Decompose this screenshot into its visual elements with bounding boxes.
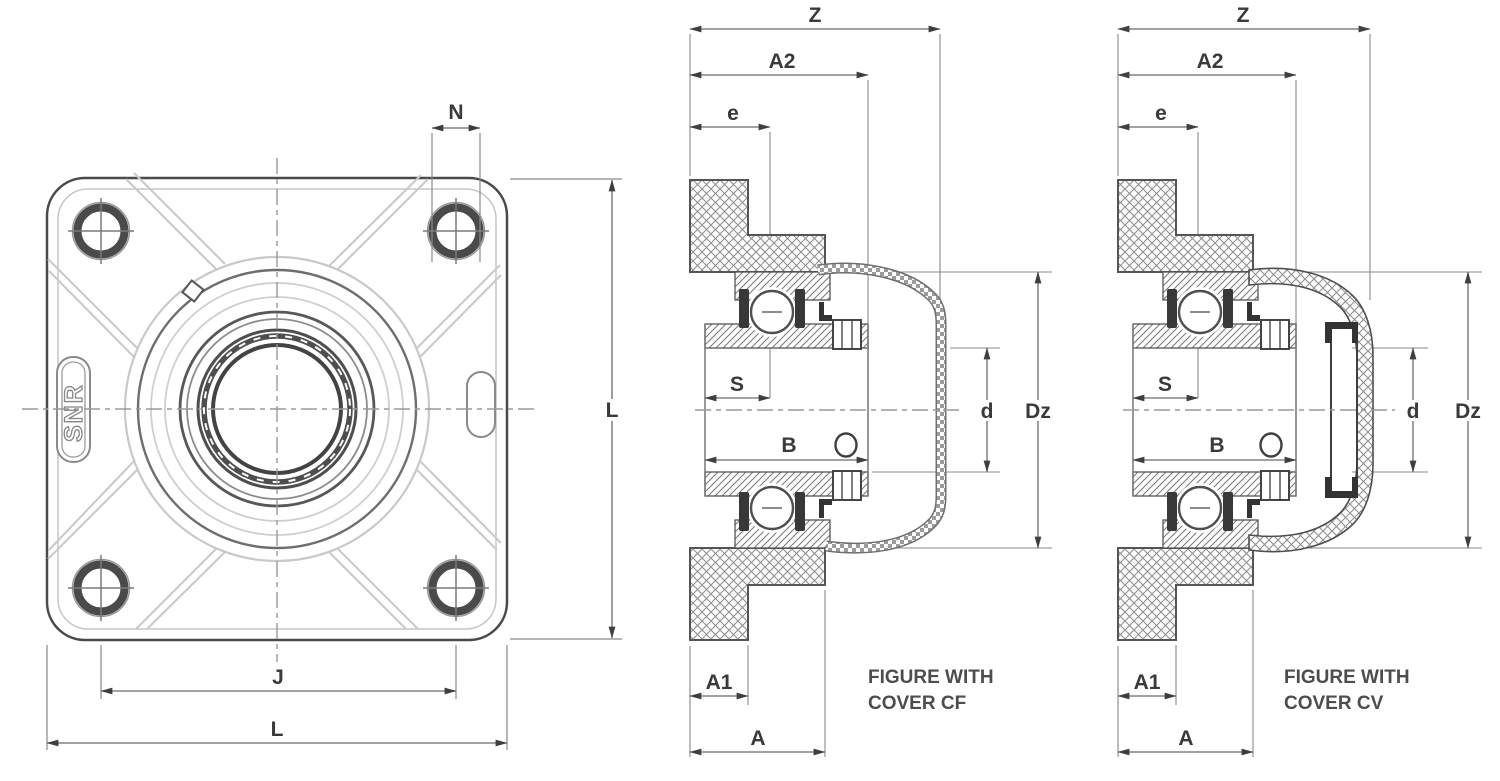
dim-label-e: e (727, 102, 739, 125)
dim-label-b: B (781, 434, 796, 457)
dimensions-cv: Z A2 e S B d Dz A1 A (1117, 4, 1485, 756)
dim-label-s: S (730, 373, 744, 396)
caption-cf: FIGURE WITH COVER CF (868, 667, 994, 714)
caption-cv-line1: FIGURE WITH (1284, 667, 1410, 688)
dim-label-a: A (750, 727, 765, 750)
dim-label-n: N (448, 101, 463, 124)
bolt-hole (68, 555, 134, 621)
caption-cf-line1: FIGURE WITH (868, 667, 994, 688)
flange-section-top (1117, 179, 1254, 273)
dim-label-a: A (1178, 727, 1193, 750)
dim-label-a1: A1 (706, 671, 733, 694)
dim-label-e: e (1155, 102, 1167, 125)
dim-label-l-height: L (606, 399, 619, 422)
brand-logo: SNR (56, 356, 91, 463)
dimensions-cf: Z A2 e S B d Dz A1 A (689, 4, 1055, 756)
dimension-l-height: L (510, 178, 623, 640)
section-view-cv: Z A2 e S B d Dz A1 A FIGURE WITH COVER C… (1117, 4, 1485, 757)
dim-label-l-width: L (271, 718, 284, 741)
flange-section-top (689, 179, 826, 273)
dimension-j: J (100, 645, 457, 699)
set-screws-cf (819, 302, 862, 518)
dim-label-s: S (1158, 373, 1172, 396)
ball-bottom (747, 483, 797, 533)
extension-lines-cf (689, 34, 1052, 757)
setscrew-symbol-cv (1259, 432, 1283, 458)
front-view: SNR (22, 101, 623, 750)
section-view-cf: Z A2 e S B d Dz A1 A FIGURE WITH COVER C… (689, 4, 1055, 757)
ball-top (1175, 287, 1225, 337)
flange-section-bottom (1117, 547, 1254, 641)
dim-label-dz: Dz (1455, 400, 1481, 423)
cover-cf (817, 262, 947, 554)
centerlines (22, 158, 534, 662)
setscrew-symbol-cf (834, 432, 858, 458)
casting-ribs (47, 172, 502, 630)
dimension-n: N (431, 101, 481, 262)
bolt-holes (68, 198, 489, 621)
bearing-seals (739, 289, 805, 531)
dim-label-z: Z (1237, 4, 1250, 27)
bolt-hole (423, 555, 489, 621)
dimension-l-width: L (46, 645, 508, 750)
flange-section-bottom (689, 547, 826, 641)
side-slot (466, 371, 496, 438)
dim-label-a2: A2 (1197, 50, 1224, 73)
set-screws-cv (1247, 302, 1290, 518)
dim-label-dz: Dz (1025, 400, 1051, 423)
dim-label-b: B (1209, 434, 1224, 457)
caption-cv: FIGURE WITH COVER CV (1284, 667, 1410, 714)
dim-label-a2: A2 (769, 50, 796, 73)
dim-label-d: d (981, 400, 994, 423)
extension-lines-cv (1117, 34, 1482, 757)
dim-label-z: Z (809, 4, 822, 27)
bolt-hole (68, 198, 134, 264)
dim-label-a1: A1 (1134, 671, 1161, 694)
caption-cf-line2: COVER CF (868, 693, 966, 714)
dim-label-d: d (1407, 400, 1420, 423)
locating-tab (181, 279, 205, 303)
ball-bottom (1175, 483, 1225, 533)
logo-text: SNR (60, 383, 88, 442)
caption-cv-line2: COVER CV (1284, 693, 1384, 714)
dim-label-j: J (272, 666, 284, 689)
ball-top (747, 287, 797, 337)
bearing-seals (1167, 289, 1233, 531)
